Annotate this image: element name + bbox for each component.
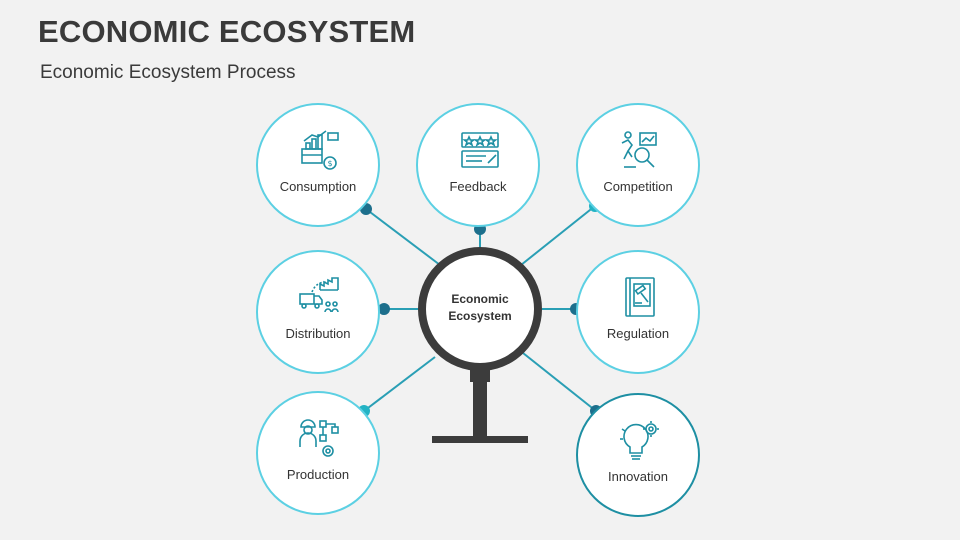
page-subtitle: Economic Ecosystem Process [40, 62, 296, 83]
lightbulb-gear-icon [620, 421, 659, 460]
magnifier-handle [473, 380, 487, 438]
magnifier-neck [470, 370, 490, 382]
svg-text:$: $ [328, 159, 333, 168]
worker-flowchart-icon [299, 419, 339, 457]
center-ring [418, 247, 542, 371]
page-title: ECONOMIC ECOSYSTEM [38, 14, 416, 49]
node-competition: Competition [576, 103, 700, 227]
node-feedback-label: Feedback [449, 179, 507, 194]
connector-innovation [522, 352, 597, 412]
node-production: Production [256, 391, 380, 515]
node-regulation-label: Regulation [606, 326, 670, 341]
truck-factory-icon [299, 277, 339, 313]
center-label-line2: Ecosystem [448, 309, 512, 323]
star-rating-icon [461, 132, 499, 168]
node-feedback: Feedback [416, 103, 540, 227]
center-label: Economic Ecosystem [427, 291, 533, 325]
node-distribution-label: Distribution [285, 326, 351, 341]
gavel-book-icon [625, 277, 655, 317]
node-production-label: Production [286, 467, 350, 482]
connector-consumption [365, 208, 441, 266]
chart-box-dollar-icon: $ [301, 130, 339, 170]
node-consumption-label: Consumption [279, 179, 357, 194]
node-competition-label: Competition [603, 179, 673, 194]
node-innovation-label: Innovation [608, 469, 668, 484]
connector-competition [520, 205, 596, 266]
node-regulation: Regulation [576, 250, 700, 374]
magnifier-base [432, 436, 528, 443]
runner-analysis-icon [621, 131, 657, 168]
dot-distribution [378, 303, 390, 315]
node-innovation: Innovation [576, 393, 700, 517]
node-distribution: Distribution [256, 250, 380, 374]
center-label-line1: Economic [451, 292, 509, 306]
node-consumption: $ Consumption [256, 103, 380, 227]
connector-production [363, 356, 436, 412]
